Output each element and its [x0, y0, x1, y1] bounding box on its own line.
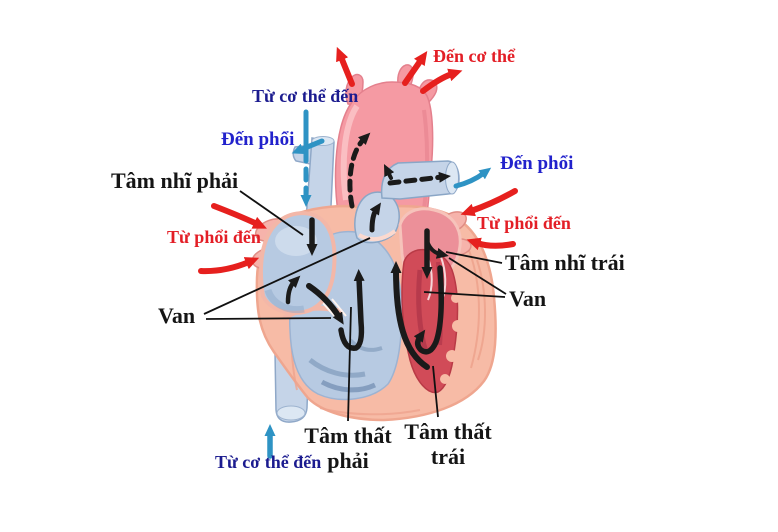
pointer-lines — [203, 190, 507, 422]
pointer-right-ventricle — [347, 306, 352, 422]
artery-arrow-top-1 — [336, 46, 355, 87]
label-from-lungs-right: Từ phổi đến — [477, 213, 571, 233]
label-right-ventricle-line1: Tâm thất — [304, 423, 392, 448]
pointer-right-atrium — [239, 190, 304, 236]
pointer-left-ventricle — [432, 365, 439, 418]
artery-arrow-left-2 — [198, 257, 260, 275]
label-valve-right: Van — [509, 286, 547, 311]
label-right-atrium: Tâm nhĩ phải — [111, 168, 239, 193]
flow-arrow-left-ventricle-out — [390, 261, 430, 370]
flow-arrow-mitral-inflow — [413, 265, 444, 355]
pointer-valve-right-a — [448, 257, 507, 295]
label-to-lungs-right: Đến phổi — [500, 153, 574, 174]
flow-arrow-tricuspid-inflow — [306, 283, 344, 325]
label-to-body: Đến cơ thể — [433, 46, 515, 66]
flow-arrow-aorta-dashed — [347, 132, 371, 209]
label-from-lungs-left: Từ phổi đến — [167, 227, 261, 247]
flow-arrow-right-ventricle-up — [338, 269, 365, 351]
label-right-ventricle-line2: phải — [327, 448, 369, 473]
artery-arrow-right-2 — [466, 237, 516, 251]
flow-arrow-right-atrium-curl — [285, 275, 301, 305]
pointer-valve-left-b — [205, 317, 332, 320]
flow-arrow-left-atrium-hook — [425, 239, 449, 259]
label-right-ventricle: Tâm thất phải — [300, 423, 396, 473]
label-to-lungs-left: Đến phổi — [221, 129, 295, 150]
label-left-atrium: Tâm nhĩ trái — [505, 250, 625, 275]
pulmonary-artery — [354, 160, 460, 244]
label-from-body-bottom: Từ cơ thể đến — [215, 452, 322, 472]
label-from-body-top: Từ cơ thể đến — [252, 86, 359, 106]
flow-arrow-pulmonary-valve-up — [369, 202, 381, 233]
pointer-valve-right-b — [423, 291, 506, 298]
artery-arrow-top-3 — [420, 68, 463, 94]
artery-arrow-left-1 — [211, 203, 267, 229]
label-left-ventricle-line2: trái — [430, 444, 466, 469]
flow-arrow-pulmonary-branch — [383, 163, 395, 180]
vein-arrow-to-lungs-right — [453, 167, 492, 189]
artery-arrow-top-2 — [402, 50, 428, 86]
artery-flow-arrows — [198, 46, 518, 275]
artery-arrow-right-1 — [460, 188, 518, 217]
vein-flow-arrows — [264, 109, 492, 459]
flow-arrow-pulmonary-dashed — [387, 171, 451, 186]
label-left-ventricle: Tâm thất trái — [400, 419, 496, 469]
label-left-ventricle-line1: Tâm thất — [404, 419, 492, 444]
pointer-left-atrium — [445, 251, 503, 264]
label-valve-left: Van — [158, 303, 196, 328]
pointer-valve-left-a — [203, 237, 371, 315]
vein-arrow-to-lungs-left — [291, 138, 325, 154]
blood-flow-arrows — [285, 132, 451, 370]
